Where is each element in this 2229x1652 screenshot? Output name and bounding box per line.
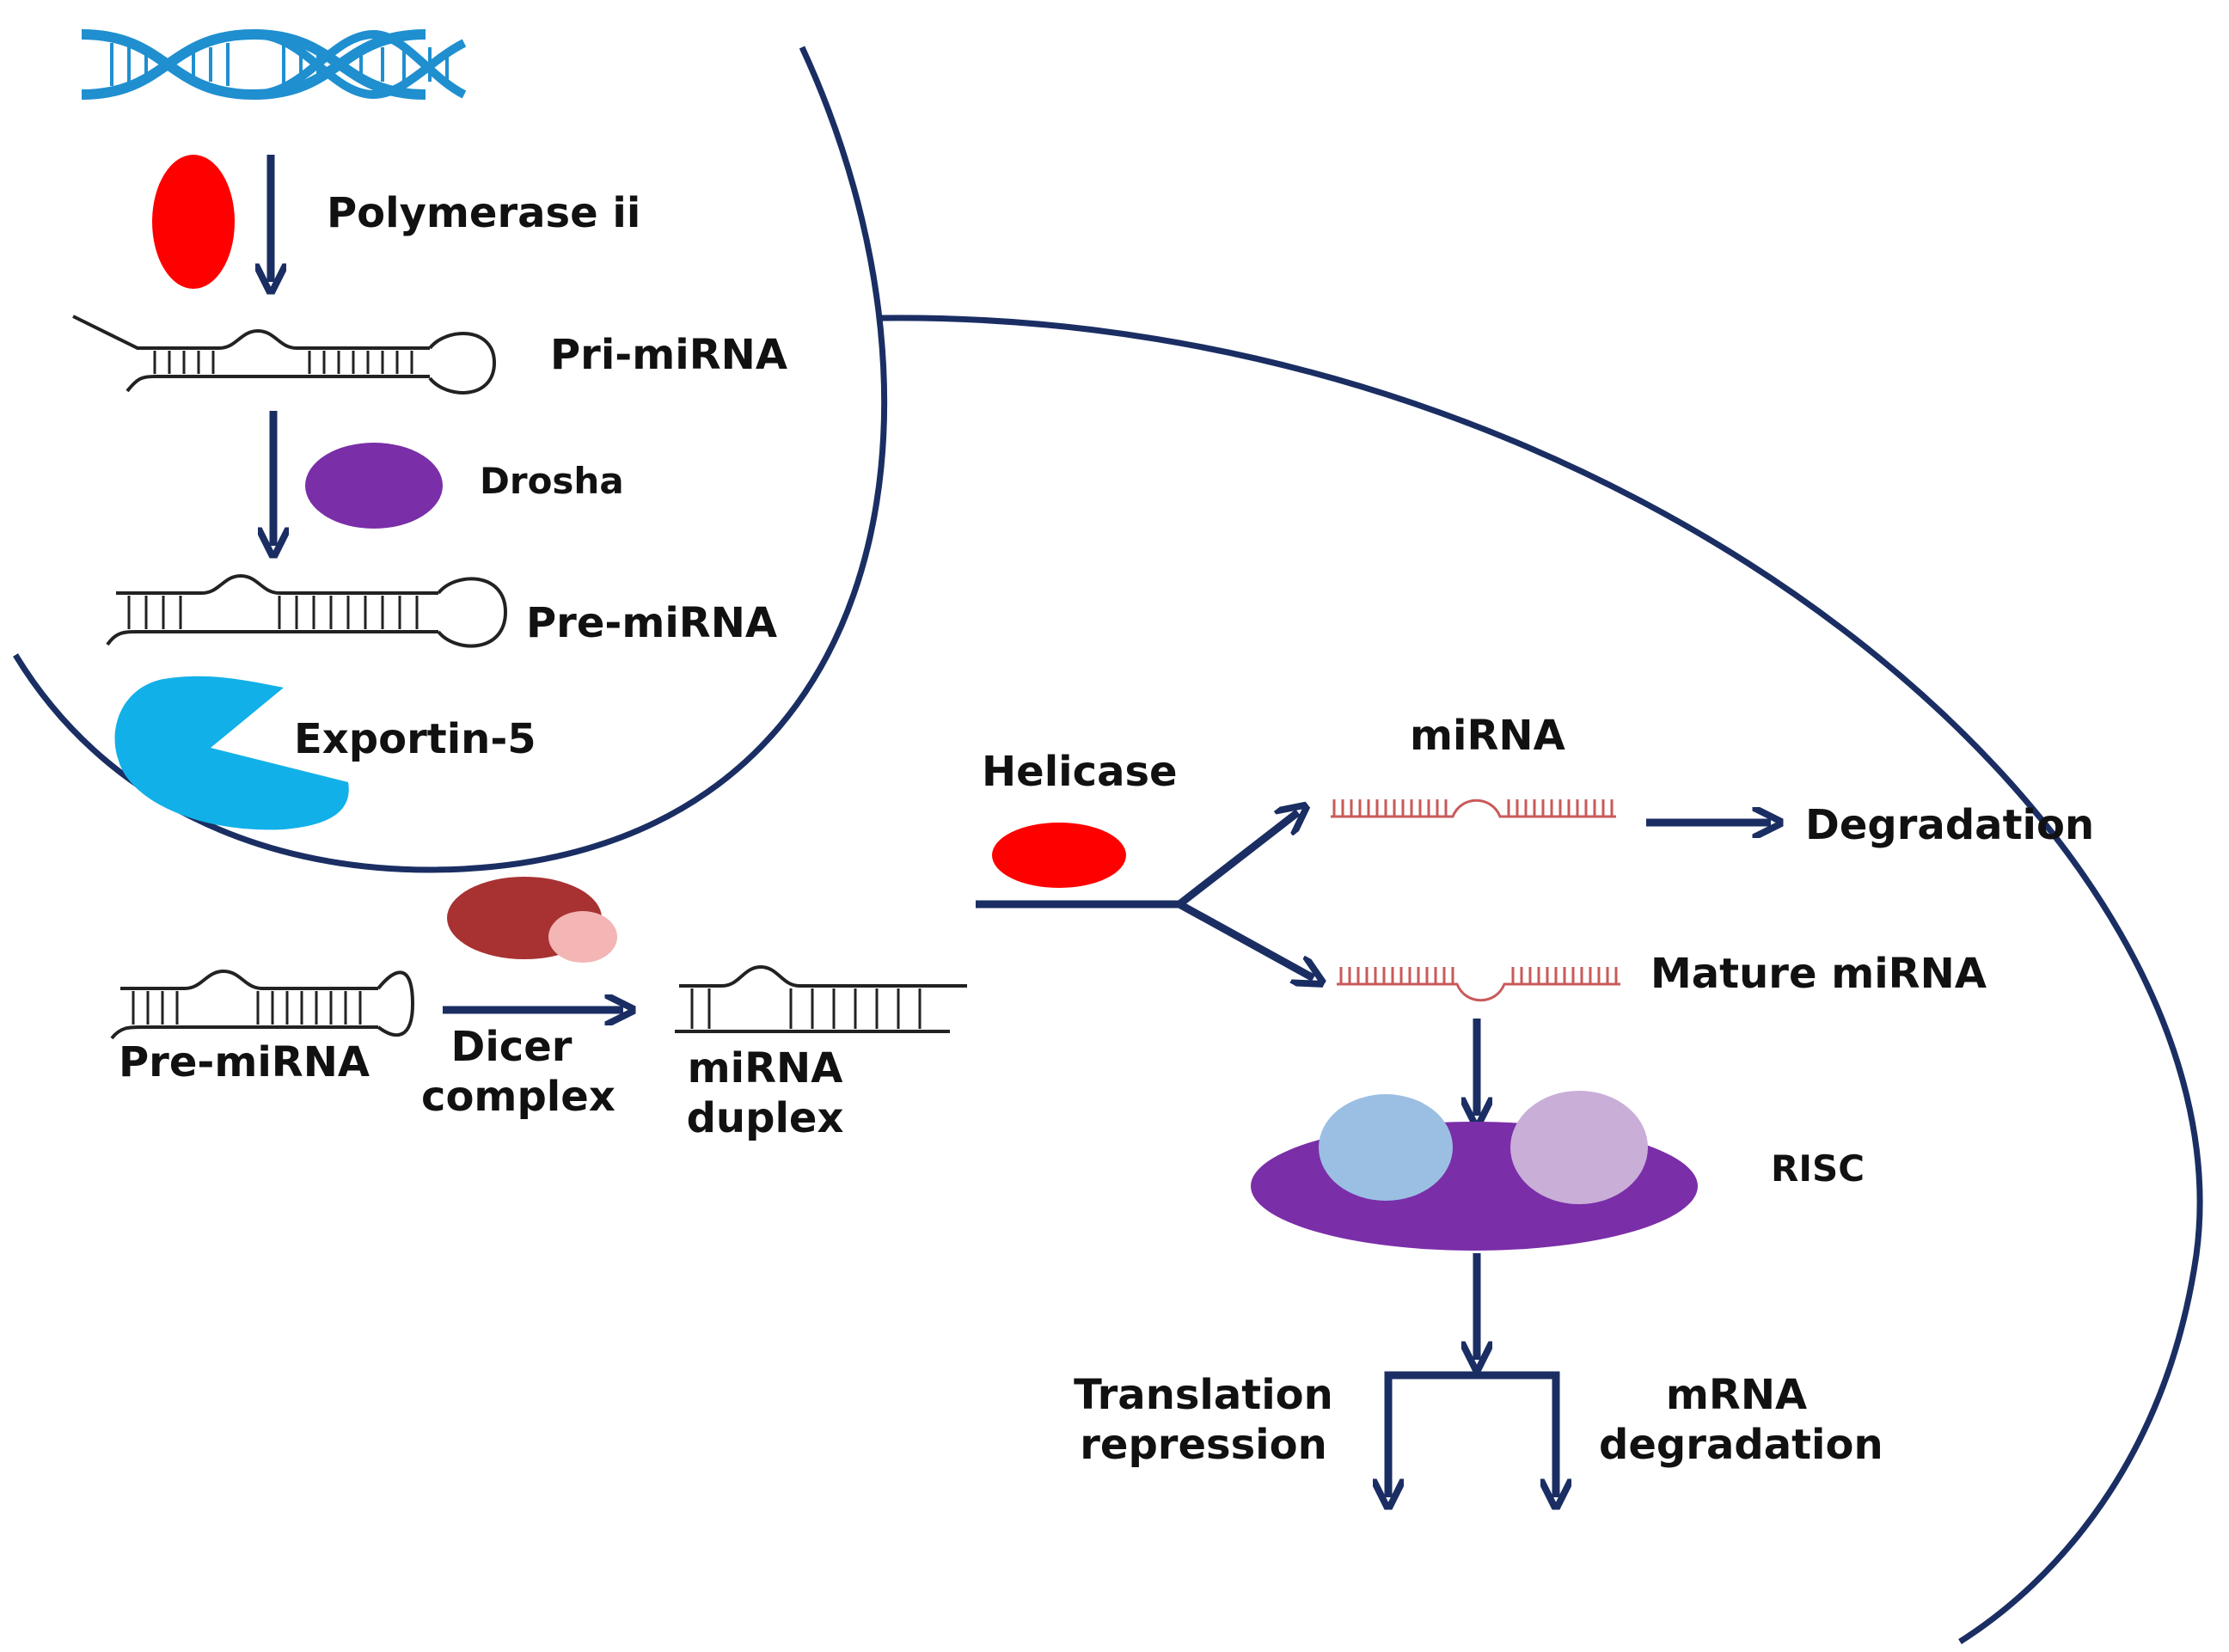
risc-right-subunit xyxy=(1510,1091,1648,1204)
drosha-shape xyxy=(305,443,443,529)
label-risc: RISC xyxy=(1771,1147,1865,1190)
pri-mirna-hairpin xyxy=(72,315,497,395)
pre-mirna-cytoplasm-hairpin xyxy=(110,969,415,1040)
label-drosha: Drosha xyxy=(480,460,624,502)
label-translation-line1: Translation xyxy=(1074,1371,1333,1419)
pre-mirna-nucleus-hairpin xyxy=(106,573,508,648)
dna-helix-icon xyxy=(81,28,467,101)
cell-membrane xyxy=(880,315,2203,1644)
label-mrna-line2: degradation xyxy=(1599,1420,1883,1469)
label-dicer-line1: Dicer xyxy=(450,1023,573,1071)
label-mrna-degradation: mRNA degradation xyxy=(1599,1371,1883,1470)
label-dicer-complex: Dicer complex xyxy=(421,1023,615,1122)
mirna-strand xyxy=(1331,798,1616,818)
label-dicer-line2: complex xyxy=(421,1072,615,1121)
label-translation-line2: repression xyxy=(1080,1420,1327,1469)
polymerase-ii-shape xyxy=(152,155,235,289)
label-mirna-duplex: miRNA duplex xyxy=(679,1044,851,1143)
exportin-5-shape xyxy=(114,676,349,830)
label-helicase: Helicase xyxy=(982,748,1178,796)
label-translation-repression: Translation repression xyxy=(1066,1371,1341,1470)
label-mrna-line1: mRNA xyxy=(1665,1371,1808,1419)
label-mirna: miRNA xyxy=(1410,712,1565,760)
label-exportin-5: Exportin-5 xyxy=(294,715,536,763)
label-mature-mirna: Mature miRNA xyxy=(1650,950,1987,998)
label-pre-mirna-nucleus: Pre-miRNA xyxy=(526,599,778,647)
mature-mirna-strand xyxy=(1337,967,1620,1002)
arrow-to-mirna xyxy=(1177,812,1298,908)
mirna-duplex-shape xyxy=(675,964,967,1033)
dicer-sub-shape xyxy=(548,911,617,963)
label-pre-mirna-cytoplasm: Pre-miRNA xyxy=(119,1038,370,1086)
helicase-shape xyxy=(992,823,1126,888)
arrow-to-mature-mirna xyxy=(1177,901,1314,978)
label-duplex-line2: duplex xyxy=(686,1093,844,1142)
branch-bar xyxy=(1384,1371,1560,1497)
label-duplex-line1: miRNA xyxy=(687,1044,843,1092)
label-degradation: Degradation xyxy=(1805,801,2095,849)
label-pri-mirna: Pri-miRNA xyxy=(550,331,787,379)
label-polymerase-ii: Polymerase ii xyxy=(327,189,641,237)
risc-left-subunit xyxy=(1319,1094,1453,1201)
